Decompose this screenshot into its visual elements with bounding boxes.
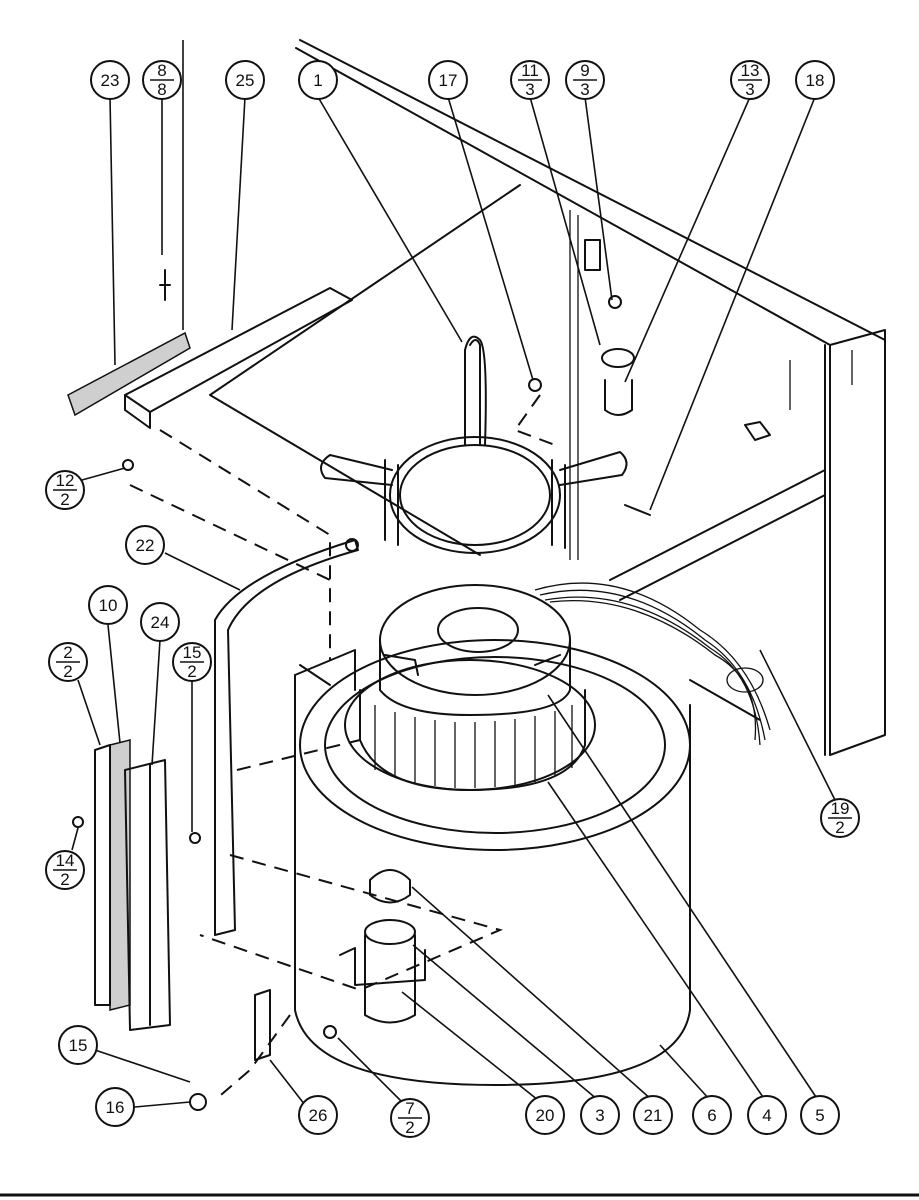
svg-text:8: 8 <box>157 80 166 99</box>
callout-19-2: 19 2 <box>820 798 860 838</box>
svg-text:17: 17 <box>439 71 458 90</box>
svg-text:13: 13 <box>741 61 760 80</box>
svg-text:20: 20 <box>536 1106 555 1125</box>
svg-text:2: 2 <box>60 870 69 889</box>
callout-3: 3 <box>580 1095 620 1135</box>
svg-text:2: 2 <box>60 490 69 509</box>
cutoff-plate <box>214 538 359 936</box>
svg-text:15: 15 <box>183 643 202 662</box>
blower-housing <box>294 639 691 1086</box>
callout-4: 4 <box>747 1095 787 1135</box>
callout-11-3: 11 3 <box>510 60 550 100</box>
callout-5: 5 <box>800 1095 840 1135</box>
callout-1: 1 <box>298 60 338 100</box>
svg-text:24: 24 <box>151 613 170 632</box>
callout-25: 25 <box>225 60 265 100</box>
callout-2-2: 2 2 <box>48 642 88 682</box>
capacitor-assembly <box>339 869 426 1024</box>
callout-21: 21 <box>633 1095 673 1135</box>
svg-text:26: 26 <box>309 1106 328 1125</box>
svg-text:16: 16 <box>106 1098 125 1117</box>
callout-12-2: 12 2 <box>45 470 85 510</box>
svg-text:11: 11 <box>521 61 539 80</box>
callout-9-3: 9 3 <box>565 60 605 100</box>
wire-harness <box>534 582 771 746</box>
callout-15-2: 15 2 <box>172 642 212 682</box>
callout-16: 16 <box>95 1087 135 1127</box>
callout-17: 17 <box>428 60 468 100</box>
callout-10: 10 <box>88 585 128 625</box>
cabinet-panel <box>209 39 886 756</box>
left-side-strips <box>94 739 171 1031</box>
svg-text:22: 22 <box>136 536 155 555</box>
svg-text:5: 5 <box>815 1106 824 1125</box>
svg-text:8: 8 <box>157 61 166 80</box>
svg-text:12: 12 <box>56 471 75 490</box>
svg-text:2: 2 <box>405 1118 414 1137</box>
svg-text:15: 15 <box>69 1036 88 1055</box>
callout-20: 20 <box>525 1095 565 1135</box>
svg-text:3: 3 <box>580 80 589 99</box>
svg-text:14: 14 <box>56 851 75 870</box>
svg-text:2: 2 <box>835 818 844 837</box>
assembly-dashes <box>129 394 556 1101</box>
callout-13-3: 13 3 <box>730 60 770 100</box>
callout-15: 15 <box>58 1025 98 1065</box>
callout-8-8: 8 8 <box>142 60 182 100</box>
svg-text:3: 3 <box>745 80 754 99</box>
svg-text:6: 6 <box>707 1106 716 1125</box>
callout-22: 22 <box>125 525 165 565</box>
callout-7-2: 7 2 <box>390 1098 430 1138</box>
blower-wheel <box>344 659 596 791</box>
svg-text:21: 21 <box>644 1106 663 1125</box>
svg-text:2: 2 <box>187 662 196 681</box>
top-left-brackets <box>67 269 353 429</box>
blower-motor <box>379 584 571 716</box>
svg-text:2: 2 <box>63 643 72 662</box>
small-hardware <box>72 295 651 1111</box>
svg-text:18: 18 <box>806 71 825 90</box>
svg-text:19: 19 <box>831 799 850 818</box>
svg-text:1: 1 <box>313 71 322 90</box>
callout-24: 24 <box>140 602 180 642</box>
callout-6: 6 <box>692 1095 732 1135</box>
svg-text:25: 25 <box>236 71 255 90</box>
callout-14-2: 14 2 <box>45 850 85 890</box>
svg-text:3: 3 <box>595 1106 604 1125</box>
svg-text:4: 4 <box>762 1106 771 1125</box>
svg-text:10: 10 <box>99 596 118 615</box>
motor-mount-bracket <box>320 335 628 554</box>
svg-text:2: 2 <box>63 662 72 681</box>
svg-text:7: 7 <box>405 1099 414 1118</box>
svg-text:3: 3 <box>525 80 534 99</box>
callout-26: 26 <box>298 1095 338 1135</box>
svg-text:23: 23 <box>101 71 120 90</box>
leader-lines <box>71 40 836 1108</box>
callout-18: 18 <box>795 60 835 100</box>
svg-text:9: 9 <box>580 61 589 80</box>
callout-23: 23 <box>90 60 130 100</box>
